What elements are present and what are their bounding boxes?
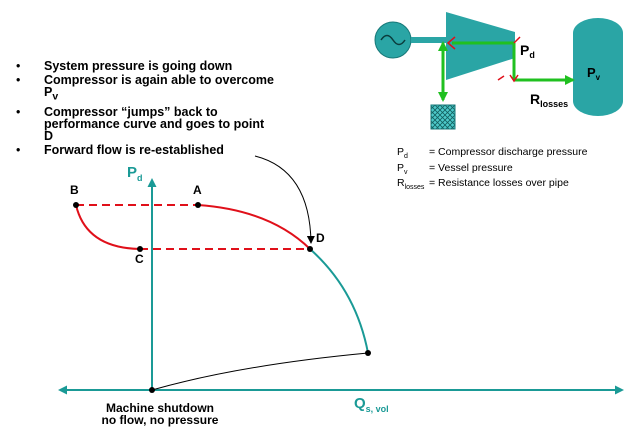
curve-end-marker bbox=[365, 350, 371, 356]
point-a-marker bbox=[195, 202, 201, 208]
shutdown-caption: Machine shutdown no flow, no pressure bbox=[80, 402, 240, 426]
bullet-text: Forward flow is re-established bbox=[44, 142, 224, 157]
x-axis-label: Qs, vol bbox=[354, 395, 389, 414]
bullet-item: •Forward flow is re-established bbox=[16, 142, 224, 157]
legend-symbol: Pd bbox=[397, 146, 408, 161]
bullet-list: •System pressure is going down •Compress… bbox=[14, 60, 274, 158]
y-axis-label: Pd bbox=[127, 164, 143, 183]
bullet-item: •Compressor “jumps” back to performance … bbox=[16, 104, 265, 143]
bullet-item: •Compressor is again able to overcome Pv bbox=[16, 73, 274, 103]
point-a-label: A bbox=[193, 183, 202, 197]
bullet-text: Compressor “jumps” back to performance c… bbox=[44, 104, 265, 143]
bullet-item: •System pressure is going down bbox=[16, 59, 233, 73]
legend-row: Pv = Vessel pressure bbox=[397, 161, 587, 179]
legend-row: Rlosses = Resistance losses over pipe bbox=[397, 178, 587, 194]
bullet-text: System pressure is going down bbox=[44, 59, 233, 73]
caption-line-2: no flow, no pressure bbox=[101, 413, 219, 427]
pointer-arrow bbox=[254, 155, 315, 244]
legend: Pd = Compressor discharge pressure Pv = … bbox=[397, 147, 587, 194]
point-d-marker bbox=[307, 246, 313, 252]
performance-curve bbox=[309, 248, 369, 354]
legend-row: Pd = Compressor discharge pressure bbox=[397, 147, 587, 163]
filter-icon bbox=[430, 104, 456, 130]
legend-symbol: Pv bbox=[397, 161, 408, 176]
pv-label: Pv bbox=[587, 65, 601, 82]
pd-label: Pd bbox=[520, 42, 535, 60]
compressor-schematic: Pd Pv Rlosses bbox=[374, 12, 623, 130]
flow-arrow-indicator bbox=[446, 36, 521, 83]
shutdown-curve bbox=[151, 352, 369, 391]
shaft bbox=[411, 37, 447, 43]
legend-description: = Vessel pressure bbox=[429, 161, 513, 174]
origin-marker bbox=[149, 387, 155, 393]
curve-a-to-d bbox=[197, 204, 311, 250]
point-b-label: B bbox=[70, 183, 79, 197]
caption-line-1: Machine shutdown bbox=[106, 401, 214, 415]
vessel-icon bbox=[573, 18, 623, 116]
point-c-label: C bbox=[135, 252, 144, 266]
point-c-marker bbox=[137, 246, 143, 252]
rlosses-label: Rlosses bbox=[530, 91, 568, 109]
bullet-text: Compressor is again able to overcome P bbox=[44, 73, 274, 99]
point-b-marker bbox=[73, 202, 79, 208]
curve-b-to-c bbox=[75, 204, 141, 250]
sine-wave-icon bbox=[380, 34, 406, 46]
compressor-icon bbox=[446, 12, 515, 80]
legend-description: = Compressor discharge pressure bbox=[429, 146, 588, 158]
bullet-subscript: v bbox=[52, 91, 59, 103]
legend-description: = Resistance losses over pipe bbox=[429, 177, 569, 190]
legend-symbol: Rlosses bbox=[397, 177, 425, 192]
point-d-label: D bbox=[316, 231, 325, 245]
